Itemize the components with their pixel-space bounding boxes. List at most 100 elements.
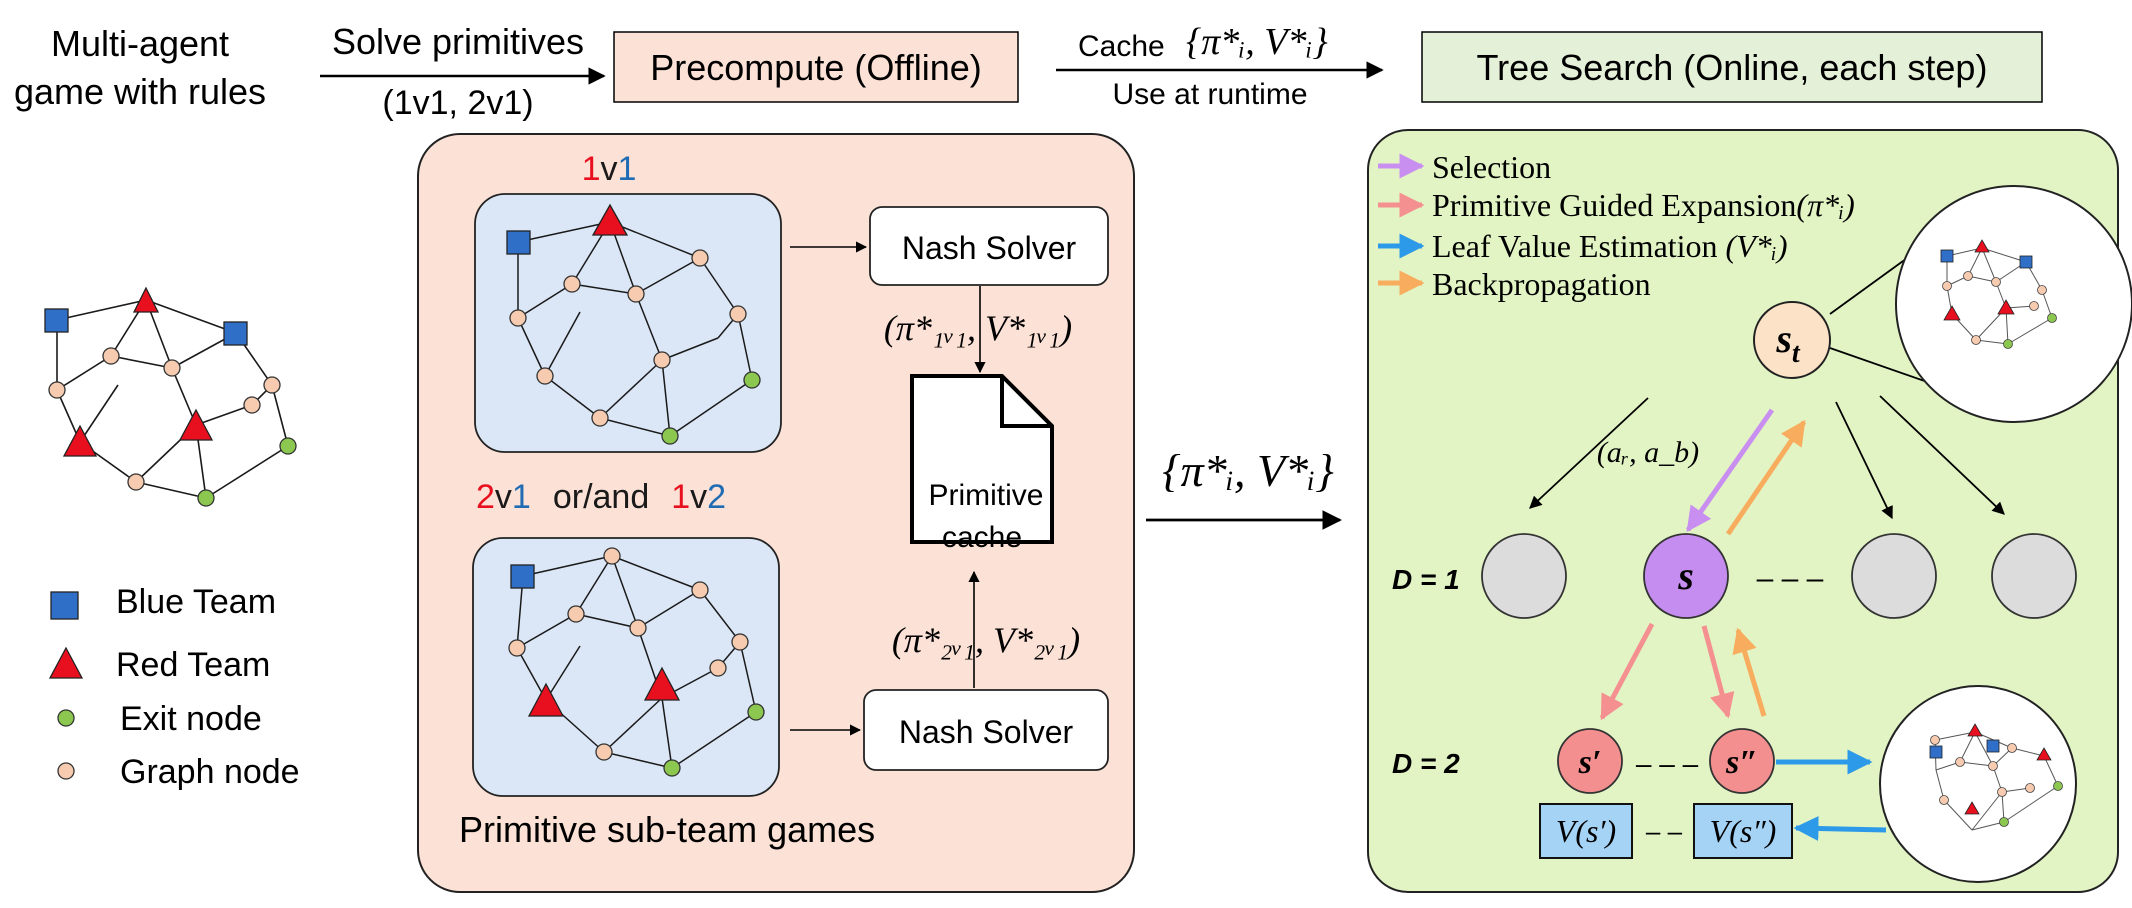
graph-node — [691, 249, 709, 267]
graph-node — [243, 396, 261, 414]
root-node-st — [1753, 301, 1831, 379]
tree-search-label: Tree Search (Online, each step) — [1477, 47, 1988, 88]
legend: Blue Team Red Team Exit node Graph node — [48, 583, 300, 791]
tree-node-d1 — [1481, 533, 1567, 619]
blue-team-swatch — [50, 591, 79, 620]
tree-node-d1 — [1851, 533, 1937, 619]
root-node-label: st — [1775, 316, 1801, 369]
d1-dashes: – – – — [1757, 562, 1824, 595]
graph-node — [595, 743, 613, 761]
header-row: Multi-agent game with rules Solve primit… — [14, 21, 2043, 122]
primitive-cache-doc — [910, 374, 1054, 544]
game-graph-nodes — [44, 286, 297, 507]
primitive-graph-2v1 — [472, 537, 780, 797]
graph-node — [509, 309, 527, 327]
tree-node-s — [1643, 533, 1729, 619]
state-zoom-top — [1895, 185, 2132, 423]
tree-search-box — [1421, 31, 2043, 103]
expansion-arrow-right — [1701, 625, 1735, 719]
game-title-line1: Multi-agent — [51, 23, 229, 64]
value-s-dprime-label: V(s″) — [1710, 813, 1777, 849]
graph-node — [603, 547, 621, 565]
red-team-agent — [591, 203, 629, 236]
d2-dashes: – – – — [1636, 748, 1699, 779]
graph-2v1-edges — [516, 555, 757, 769]
blue-team-agent — [44, 308, 69, 333]
primitive-cache-fold — [1000, 376, 1052, 428]
tree-node-d1 — [1991, 533, 2077, 619]
precompute-panel: 1v1 — [417, 133, 1135, 893]
backprop-arrow-bottom — [1732, 627, 1767, 717]
blue-team-agent — [223, 321, 248, 346]
graph-node — [591, 409, 609, 427]
legend-red-label: Red Team — [116, 646, 270, 684]
graph-node — [127, 473, 145, 491]
zoom-top-nodes — [1940, 239, 2057, 349]
legend-blue-label: Blue Team — [116, 583, 276, 621]
red-team-agent — [62, 424, 98, 457]
graph-node — [709, 659, 727, 677]
tree-node-s-dprime — [1709, 728, 1775, 794]
graph-node — [729, 305, 747, 323]
exit-node — [747, 703, 765, 721]
primitive-cache-label1: Primitive — [928, 479, 1043, 512]
middle-set-math: {π*ᵢ, V*ᵢ} — [1162, 445, 1334, 496]
tree-node-s-dprime-label: s″ — [1725, 744, 1758, 781]
label-1v1: 1v1 — [582, 150, 637, 188]
graph-node — [563, 275, 581, 293]
zoom-bottom-nodes — [1929, 723, 2063, 827]
graph-node — [653, 351, 671, 369]
value-dashes: – – — [1646, 816, 1683, 846]
edge-root-d1-left — [1529, 397, 1649, 509]
red-team-swatch — [48, 646, 84, 679]
precompute-caption: Primitive sub-team games — [459, 809, 875, 850]
red-team-agent — [178, 408, 214, 441]
legend-expansion: Primitive Guided Expansion(π*ᵢ) — [1432, 187, 1855, 223]
graph-node — [163, 359, 181, 377]
leaf-value-return-arrow — [1793, 816, 1887, 841]
tree-node-s-label: s — [1677, 553, 1694, 598]
legend-graph-label: Graph node — [120, 753, 300, 791]
exit-node — [661, 427, 679, 445]
tree-node-s-prime-label: s′ — [1578, 744, 1602, 781]
graph-node — [627, 285, 645, 303]
graph-node — [567, 605, 585, 623]
tree-search-panel: Selection Primitive Guided Expansion(π*ᵢ… — [1367, 129, 2132, 893]
cache-word: Cache — [1078, 30, 1165, 63]
use-runtime-label: Use at runtime — [1112, 78, 1307, 111]
exit-node — [279, 437, 297, 455]
nash-solver-top — [869, 206, 1109, 286]
state-zoom-bottom — [1879, 685, 2077, 883]
graph-node — [536, 367, 554, 385]
legend-selection: Selection — [1432, 149, 1551, 185]
exit-node — [197, 489, 215, 507]
backprop-arrow-top — [1725, 419, 1807, 536]
graph-node — [731, 633, 749, 651]
red-team-agent — [527, 682, 565, 717]
legend-backprop: Backpropagation — [1432, 266, 1651, 302]
legend-exit-label: Exit node — [120, 700, 262, 738]
selection-arrow — [1685, 408, 1775, 533]
value-box-s-prime — [1539, 803, 1633, 859]
value-box-s-dprime — [1693, 803, 1793, 859]
output-2v1-math: (π*₂ᵥ₁, V*₂ᵥ₁) — [892, 620, 1080, 660]
tree-node-s-prime — [1557, 728, 1623, 794]
graph-node — [508, 639, 526, 657]
nash-solver-bottom — [863, 689, 1109, 771]
exit-node-swatch — [57, 709, 75, 727]
graph-node — [263, 376, 281, 394]
nash-solver-top-label: Nash Solver — [902, 230, 1077, 266]
graph-node — [691, 581, 709, 599]
edge-root-d1-right — [1879, 395, 2005, 515]
output-1v1-math: (π*₁ᵥ₁, V*₁ᵥ₁) — [884, 308, 1072, 348]
depth-2-label: D = 2 — [1392, 748, 1460, 779]
depth-1-label: D = 1 — [1392, 564, 1460, 595]
cache-set-math: {π*ᵢ, V*ᵢ} — [1186, 21, 1328, 63]
legend-leaf: Leaf Value Estimation(V*ᵢ) — [1432, 228, 1787, 264]
action-label: (aᵣ, a_b) — [1597, 436, 1699, 469]
nash-solver-bottom-label: Nash Solver — [899, 714, 1074, 750]
graph-node — [102, 347, 120, 365]
blue-team-agent — [510, 564, 535, 589]
red-team-agent — [643, 666, 681, 701]
